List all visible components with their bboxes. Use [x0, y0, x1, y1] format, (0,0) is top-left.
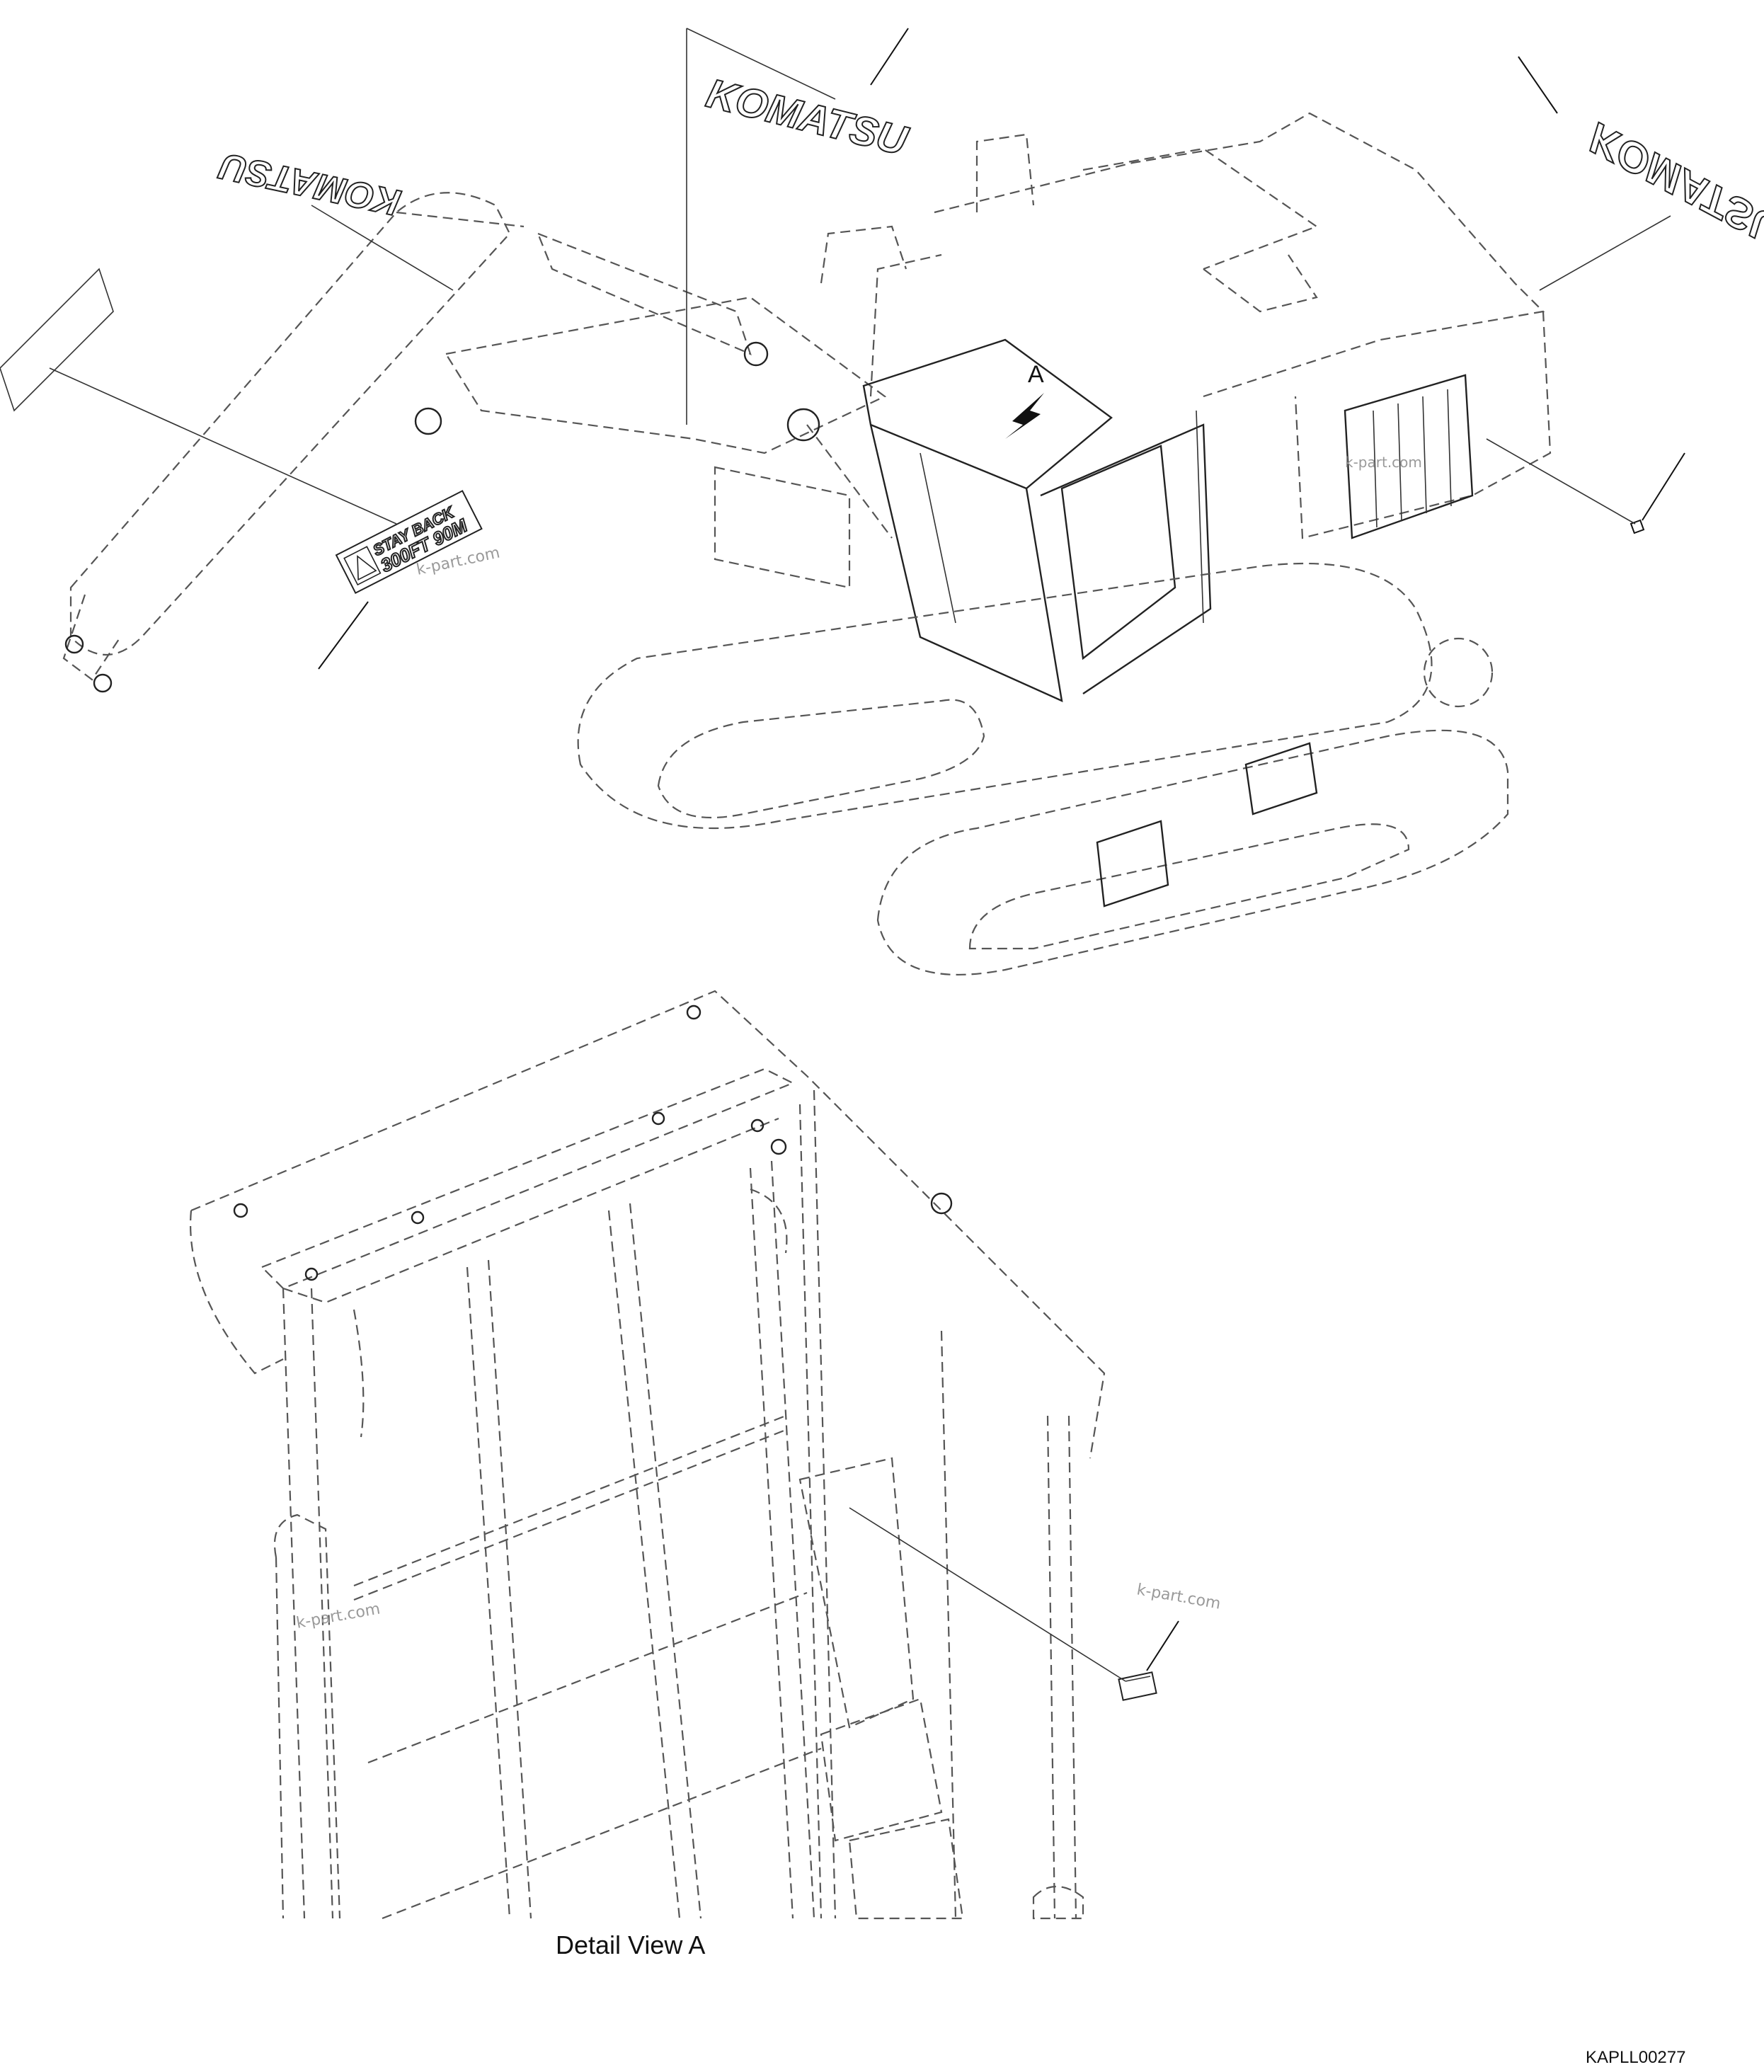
detail-caution-decal: [1118, 1671, 1157, 1701]
engine-grille: [1344, 374, 1474, 539]
leader-lines-top: [49, 28, 1685, 670]
arm-outline: [445, 232, 893, 589]
drawing-number: KAPLL00277: [1586, 2048, 1685, 2067]
svg-text:KOMATSU: KOMATSU: [215, 144, 404, 223]
track-outline: [577, 562, 1509, 975]
cab-outline: [862, 338, 1212, 703]
watermark-top-right: k-part.com: [1345, 454, 1422, 471]
watermark-detail-left: k-part.com: [295, 1600, 382, 1632]
brand-mark-counterweight: KOMATSU: [1579, 113, 1764, 256]
view-a-marker: A: [1005, 361, 1044, 439]
detail-view-caption: Detail View A: [556, 1930, 705, 1959]
detail-view-frame: [190, 990, 1106, 1920]
watermark-detail-right: k-part.com: [1135, 1581, 1222, 1613]
brand-mark-arm: KOMATSU: [701, 69, 914, 165]
upper-structure-outline: [820, 112, 1552, 539]
svg-text:KOMATSU: KOMATSU: [702, 70, 913, 164]
boom-outline: [62, 192, 525, 693]
view-marker-label: A: [1028, 361, 1044, 388]
boom-plain-decal: [0, 268, 114, 412]
svg-text:KOMATSU: KOMATSU: [1580, 114, 1764, 256]
brand-mark-boom-left: KOMATSU: [214, 144, 405, 224]
leader-lines-detail: [849, 1507, 1179, 1682]
